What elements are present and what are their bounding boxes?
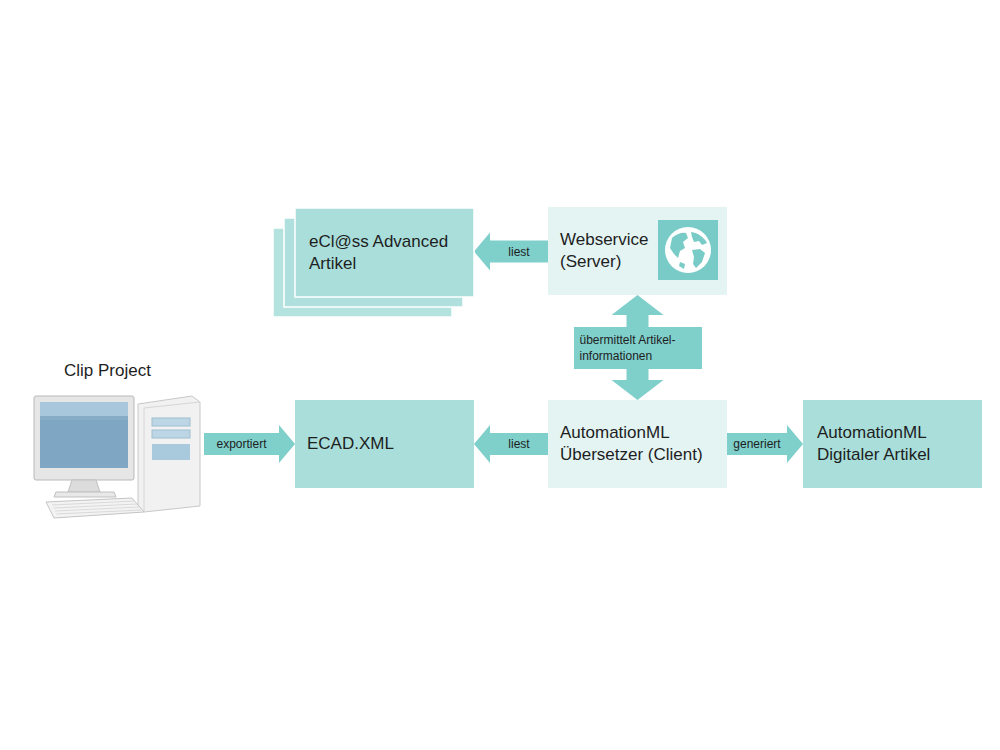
- process-box: AutomationML Digitaler Artikel: [803, 400, 982, 488]
- box-label: AutomationML Übersetzer (Client): [560, 422, 715, 466]
- stacked-pages: [273, 208, 474, 319]
- arrow-shaft: [204, 433, 279, 455]
- node-text-block: ECAD.XML: [295, 400, 474, 488]
- box-label: Webservice (Server): [560, 229, 647, 273]
- box-label: AutomationML Digitaler Artikel: [817, 422, 970, 466]
- globe-icon: [658, 220, 718, 280]
- arrow-label: exportiert: [211, 435, 271, 454]
- arrow-head: [787, 425, 803, 463]
- block-arrow: [474, 425, 548, 463]
- arrow-head: [279, 425, 295, 463]
- block-arrow: [474, 233, 548, 271]
- arrow-head: [474, 233, 490, 271]
- node-text-block: AutomationML Digitaler Artikel: [803, 400, 982, 488]
- arrow-shaft: [490, 241, 548, 263]
- process-box: AutomationML Übersetzer (Client): [548, 400, 727, 488]
- arrow-label: liest: [503, 435, 534, 454]
- arrow-head: [474, 425, 490, 463]
- box-label: eCl@ss Advanced Artikel: [309, 231, 460, 275]
- node-heading: Clip Project: [64, 360, 200, 382]
- block-arrow: [727, 425, 803, 463]
- computer-node: Clip Project: [32, 356, 204, 521]
- arrow-head: [612, 380, 664, 400]
- node-text-block: AutomationML Übersetzer (Client): [548, 400, 727, 488]
- process-box: eCl@ss Advanced Artikel: [295, 208, 474, 297]
- arrow-label: liest: [503, 242, 534, 261]
- process-box: Webservice (Server): [548, 207, 727, 295]
- arrow-shaft: [490, 433, 548, 455]
- arrow-shaft: [727, 433, 787, 455]
- arrow-head: [612, 295, 664, 315]
- page-sheet: [295, 208, 474, 297]
- node-text-block: eCl@ss Advanced Artikel: [295, 208, 474, 297]
- node-text-block: Clip Project: [32, 356, 204, 521]
- process-box: ECAD.XML: [295, 400, 474, 488]
- arrow-label: übermittelt Artikel- informationen: [574, 327, 702, 369]
- computer-illustration: [32, 394, 204, 522]
- box-label: ECAD.XML: [307, 433, 462, 455]
- arrow-label: generiert: [728, 435, 785, 454]
- block-arrow: [204, 425, 295, 463]
- node-text-block: Webservice (Server): [548, 207, 727, 295]
